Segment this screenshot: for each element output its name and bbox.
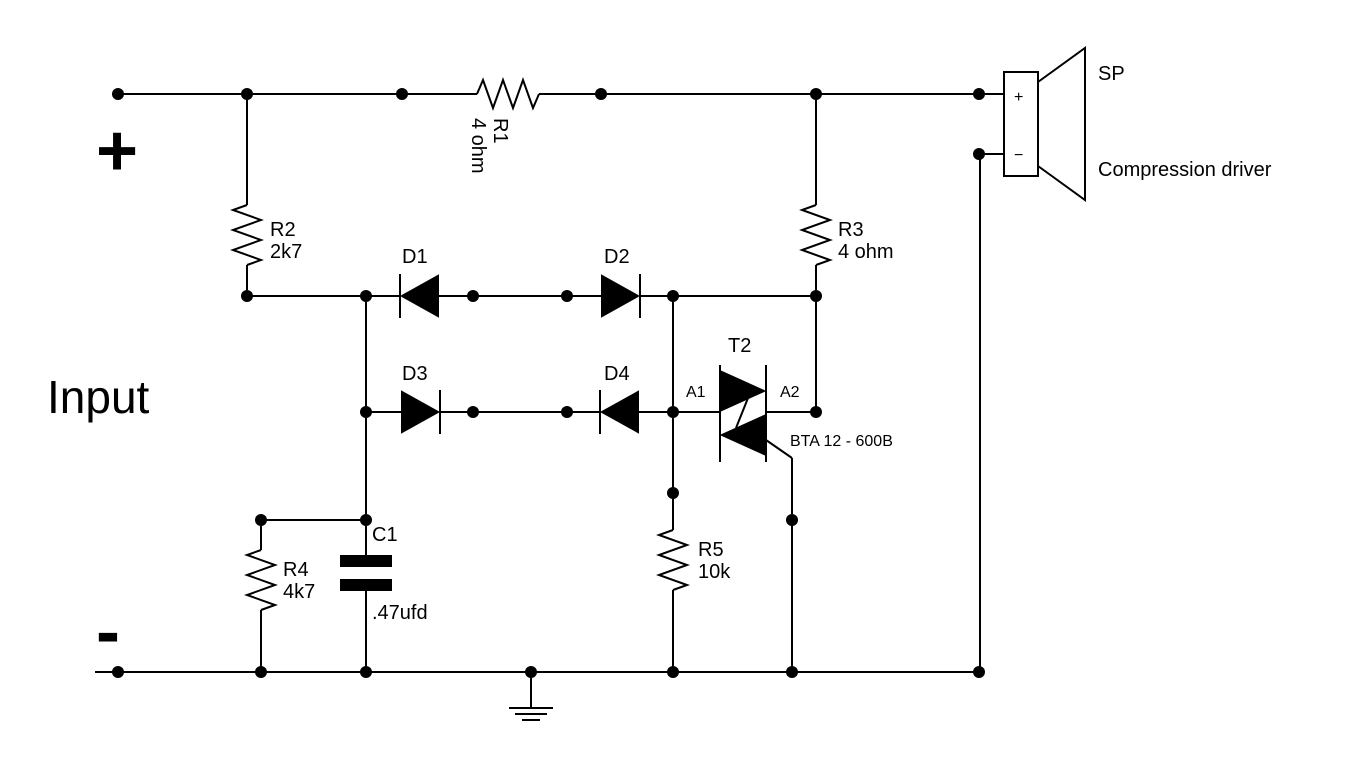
speaker-minus-sign: −	[1014, 147, 1023, 164]
r4-ref: R4	[283, 559, 309, 581]
t2-pin-a2: A2	[780, 384, 800, 401]
speaker-ref: SP	[1098, 63, 1125, 85]
r3-value: 4 ohm	[838, 241, 894, 263]
r3-ref: R3	[838, 219, 864, 241]
speaker-description: Compression driver	[1098, 159, 1272, 181]
diode-d2-symbol	[601, 274, 641, 318]
d4-ref: D4	[604, 363, 630, 385]
r1-value: 4 ohm	[467, 118, 489, 174]
speaker-symbol	[1003, 46, 1086, 202]
r5-ref: R5	[698, 539, 724, 561]
d2-ref: D2	[604, 246, 630, 268]
resistor-r3-symbol	[799, 204, 833, 266]
diode-d4-symbol	[599, 390, 639, 434]
diode-d3-symbol	[401, 390, 441, 434]
r4-value: 4k7	[283, 581, 315, 603]
r1-ref: R1	[489, 118, 511, 144]
c1-ref: C1	[372, 524, 398, 546]
diode-d1-symbol	[399, 274, 439, 318]
resistor-r4-symbol	[244, 549, 278, 611]
t2-part-number: BTA 12 - 600B	[790, 433, 893, 450]
capacitor-c1-symbol	[340, 555, 392, 591]
r2-value: 2k7	[270, 241, 302, 263]
junction-dots	[112, 88, 985, 678]
input-label: Input	[47, 371, 150, 423]
resistor-r5-symbol	[656, 529, 690, 591]
resistor-r1-symbol	[476, 77, 540, 111]
plus-terminal-sign: +	[96, 111, 138, 191]
r5-value: 10k	[698, 561, 731, 583]
r2-ref: R2	[270, 219, 296, 241]
t2-ref: T2	[728, 335, 751, 357]
speaker-plus-sign: +	[1014, 89, 1023, 106]
d1-ref: D1	[402, 246, 428, 268]
minus-terminal-sign: -	[96, 592, 120, 672]
d3-ref: D3	[402, 363, 428, 385]
wires	[95, 93, 1004, 721]
t2-pin-a1: A1	[686, 384, 706, 401]
triac-t2-symbol	[719, 365, 767, 462]
c1-value: .47ufd	[372, 602, 428, 624]
r1-label-group: R1 4 ohm	[467, 118, 511, 174]
resistor-r2-symbol	[230, 204, 264, 266]
